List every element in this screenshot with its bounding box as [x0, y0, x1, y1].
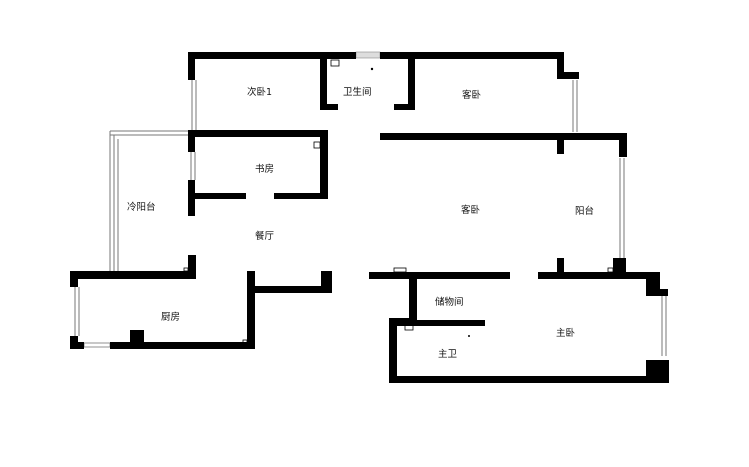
room-label-dining: 餐厅 — [255, 230, 275, 242]
room-label-master-bath: 主卫 — [438, 348, 458, 360]
room-label-storage: 储物间 — [435, 296, 464, 308]
room-label-balcony: 阳台 — [575, 205, 594, 217]
walls — [70, 52, 669, 383]
fixtures — [183, 59, 614, 344]
room-label-guest-bedroom: 客卧 — [462, 89, 482, 101]
room-label-master-bedroom: 主卧 — [556, 327, 576, 339]
room-labels: 次卧1 卫生间 客卧 书房 冷阳台 客卧 阳台 餐厅 厨房 储物间 主卧 主卫 — [127, 86, 594, 360]
room-label-second-bedroom: 次卧1 — [247, 86, 272, 98]
room-label-kitchen: 厨房 — [161, 311, 180, 323]
room-label-cold-balcony: 冷阳台 — [127, 201, 156, 213]
room-label-study: 书房 — [255, 163, 274, 175]
windows — [74, 51, 667, 356]
room-label-bathroom: 卫生间 — [343, 86, 372, 98]
room-label-living: 客卧 — [461, 204, 481, 216]
